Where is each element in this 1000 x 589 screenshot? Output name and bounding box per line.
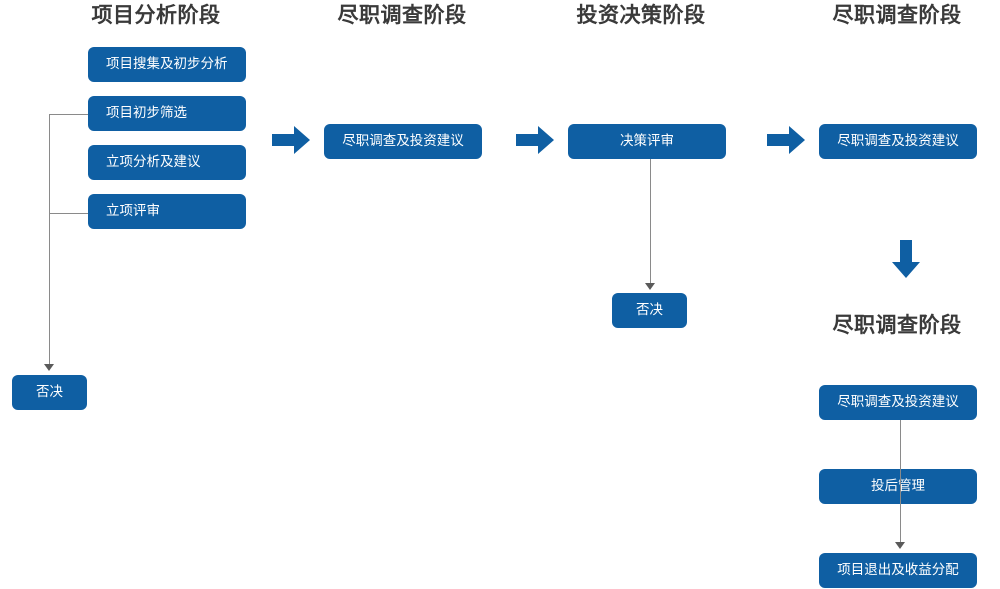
- stage-title-due-diligence-3: 尽职调查阶段: [832, 313, 962, 337]
- connector-reject-vertical: [49, 114, 50, 364]
- node-exit-distribution: 项目退出及收益分配: [819, 553, 977, 588]
- right-arrow-icon: [272, 126, 310, 154]
- node-project-collection: 项目搜集及初步分析: [88, 47, 246, 82]
- node-decision-review: 决策评审: [568, 124, 726, 159]
- node-post-investment: 投后管理: [819, 469, 977, 504]
- node-reject-1: 否决: [12, 375, 87, 410]
- node-project-review: 立项评审: [88, 194, 246, 229]
- arrowhead-reject-2: [645, 283, 655, 290]
- right-arrow-icon: [516, 126, 554, 154]
- right-arrow-icon: [767, 126, 805, 154]
- node-due-diligence-3: 尽职调查及投资建议: [819, 385, 977, 420]
- node-due-diligence-2: 尽职调查及投资建议: [819, 124, 977, 159]
- stage-title-investment-decision: 投资决策阶段: [576, 3, 706, 27]
- node-project-analysis: 立项分析及建议: [88, 145, 246, 180]
- node-reject-2: 否决: [612, 293, 687, 328]
- arrowhead-stage5: [895, 542, 905, 549]
- node-initial-screening: 项目初步筛选: [88, 96, 246, 131]
- stage-title-due-diligence-2: 尽职调查阶段: [832, 3, 962, 27]
- stage-title-project-analysis: 项目分析阶段: [91, 3, 221, 27]
- arrowhead-reject-1: [44, 364, 54, 371]
- connector-review-branch: [49, 213, 88, 214]
- stage-title-due-diligence: 尽职调查阶段: [337, 3, 467, 27]
- node-due-diligence: 尽职调查及投资建议: [324, 124, 482, 159]
- connector-screening-branch: [49, 114, 88, 115]
- connector-stage5-vertical: [900, 420, 901, 542]
- connector-decision-reject: [650, 159, 651, 283]
- down-arrow-icon: [892, 240, 920, 278]
